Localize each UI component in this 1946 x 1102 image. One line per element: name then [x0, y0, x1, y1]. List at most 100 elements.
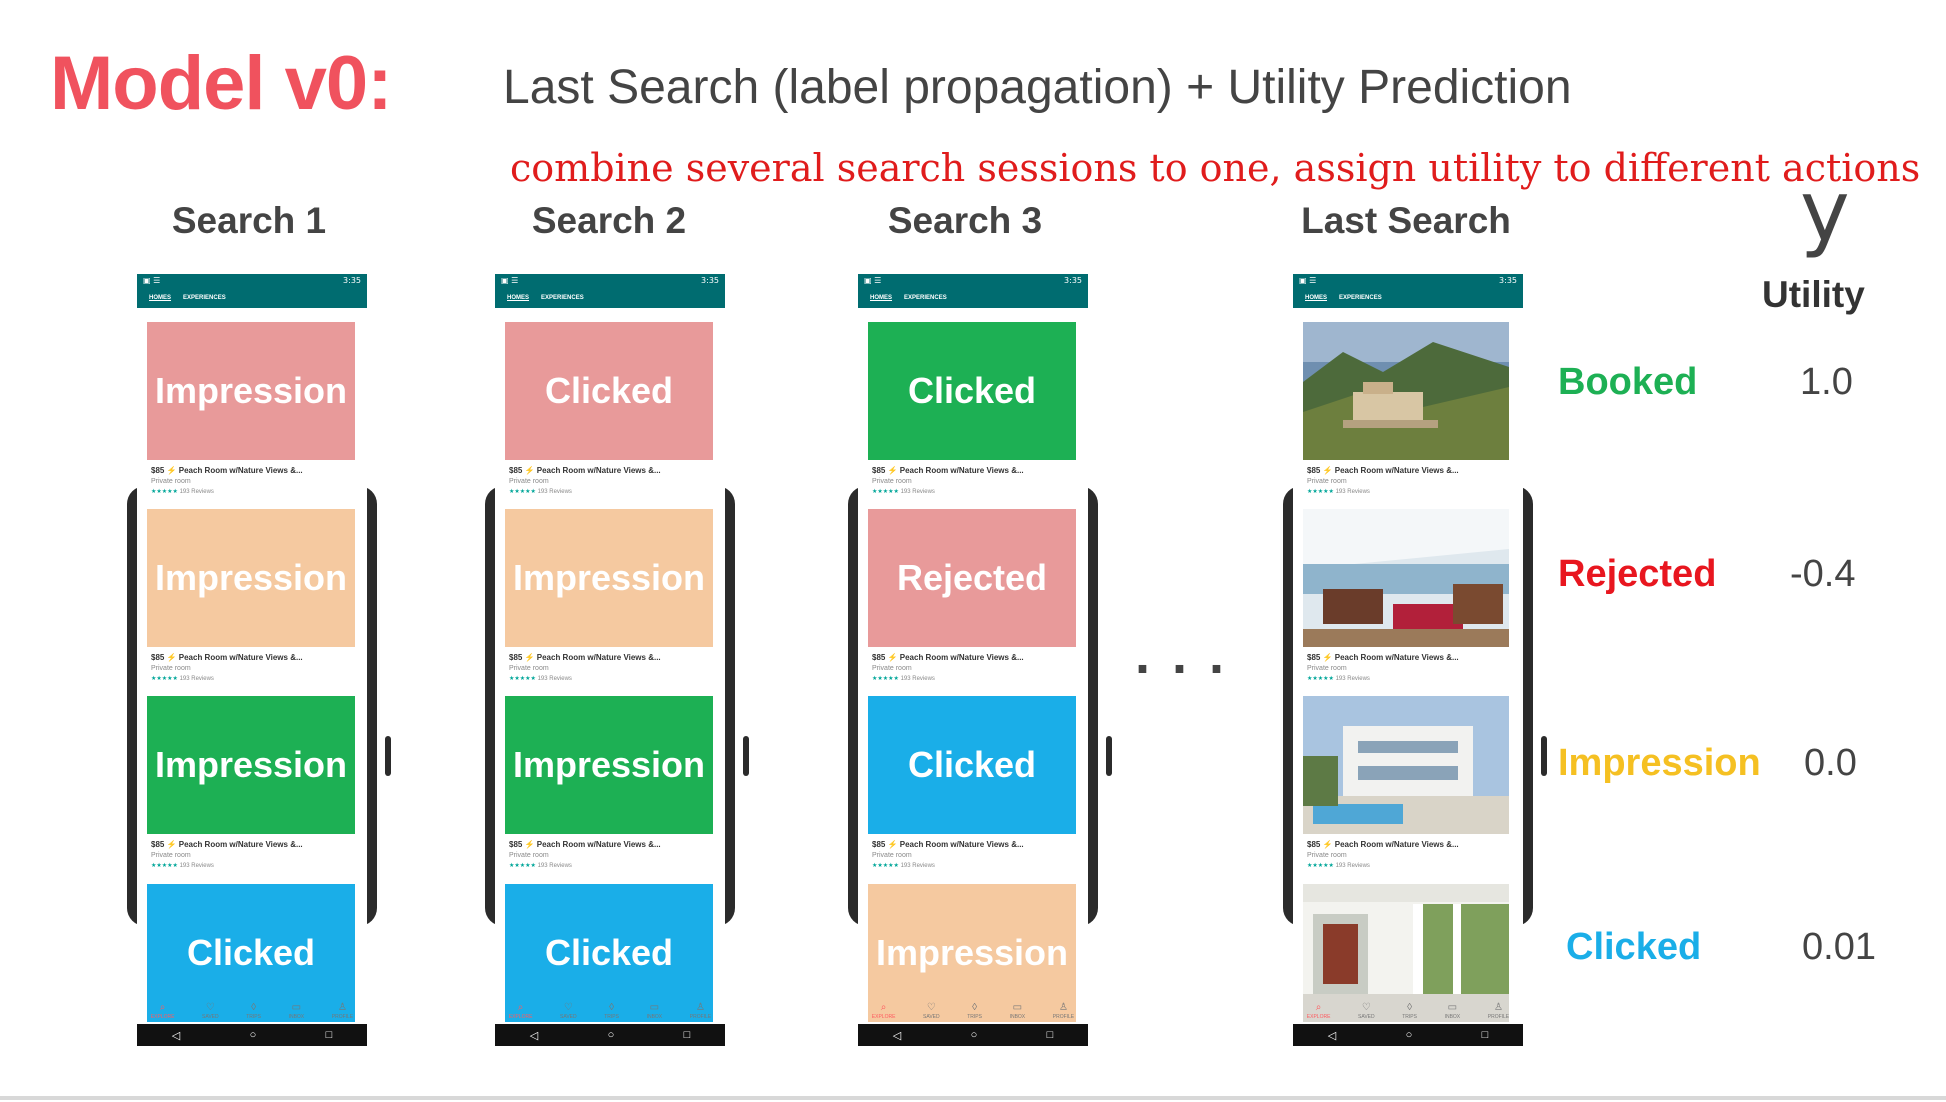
listing-reviews: 193 Reviews: [1335, 489, 1370, 495]
back-icon[interactable]: ◁: [529, 1029, 539, 1042]
tab-homes[interactable]: HOMES: [149, 295, 172, 301]
nav-explore[interactable]: ⌕EXPLORE: [1307, 1002, 1331, 1024]
listing-type: Private room: [872, 665, 912, 672]
villa-pool-photo: [1303, 696, 1509, 834]
status-bar: ▣ ☰3:35: [858, 274, 1088, 288]
nav-trips[interactable]: ◊TRIPS: [246, 1002, 261, 1024]
listing-reviews: 193 Reviews: [537, 676, 572, 682]
recents-icon[interactable]: □: [683, 1029, 691, 1041]
listing-type: Private room: [509, 665, 549, 672]
listing-type: Private room: [151, 852, 191, 859]
nav-explore[interactable]: ⌕EXPLORE: [872, 1002, 896, 1024]
phone-side-button: [385, 736, 391, 776]
nav-label: TRIPS: [604, 1014, 619, 1020]
listing-rating: ★★★★★ 193 Reviews: [1307, 676, 1370, 682]
outcome-rejected: Rejected: [1558, 553, 1717, 595]
nav-label: SAVED: [923, 1014, 940, 1020]
tab-experiences[interactable]: EXPERIENCES: [1339, 295, 1382, 301]
status-bar: ▣ ☰3:35: [137, 274, 367, 288]
nav-saved[interactable]: ♡SAVED: [202, 1002, 219, 1024]
nav-inbox[interactable]: ▭INBOX: [647, 1002, 663, 1024]
slide-title: Model v0:: [50, 41, 392, 126]
annotation-note: combine several search sessions to one, …: [510, 146, 1921, 190]
tab-homes[interactable]: HOMES: [1305, 295, 1328, 301]
bottom-divider: [0, 1096, 1946, 1100]
tab-experiences[interactable]: EXPERIENCES: [183, 295, 226, 301]
outcome-booked: Booked: [1558, 361, 1698, 403]
chat-icon: ▭: [1012, 1002, 1023, 1013]
back-icon[interactable]: ◁: [1327, 1029, 1337, 1042]
nav-inbox[interactable]: ▭INBOX: [289, 1002, 305, 1024]
listing-rating: ★★★★★ 193 Reviews: [151, 863, 214, 869]
tab-experiences[interactable]: EXPERIENCES: [541, 295, 584, 301]
nav-inbox[interactable]: ▭INBOX: [1010, 1002, 1026, 1024]
airbnb-icon: ◊: [251, 1002, 257, 1013]
heart-icon: ♡: [205, 1002, 215, 1013]
phone-side-button: [743, 736, 749, 776]
status-time: 3:35: [701, 276, 719, 285]
utility-header: Utility: [1762, 274, 1865, 315]
app-tab-bar: HOMES EXPERIENCES: [495, 288, 725, 308]
listing-rating: ★★★★★ 193 Reviews: [151, 676, 214, 682]
status-icons: ▣ ☰: [501, 276, 519, 285]
nav-trips[interactable]: ◊TRIPS: [1402, 1002, 1417, 1024]
listing-info: $85 ⚡ Peach Room w/Nature Views &...Priv…: [1307, 653, 1515, 682]
listing-reviews: 193 Reviews: [900, 863, 935, 869]
nav-trips[interactable]: ◊TRIPS: [604, 1002, 619, 1024]
back-icon[interactable]: ◁: [892, 1029, 902, 1042]
airbnb-icon: ◊: [1407, 1002, 1413, 1013]
nav-inbox[interactable]: ▭INBOX: [1445, 1002, 1461, 1024]
utility-value: 1.0: [1800, 361, 1853, 403]
status-icons: ▣ ☰: [864, 276, 882, 285]
outcome-impression: Impression: [1558, 742, 1761, 784]
listing-rating: ★★★★★ 193 Reviews: [872, 863, 935, 869]
nav-trips[interactable]: ◊TRIPS: [967, 1002, 982, 1024]
listing-reviews: 193 Reviews: [900, 489, 935, 495]
listing-title: $85 ⚡ Peach Room w/Nature Views &...: [151, 653, 303, 662]
utility-value: -0.4: [1790, 553, 1856, 595]
profile-icon: ♙: [1493, 1002, 1503, 1013]
home-icon[interactable]: ○: [1405, 1029, 1413, 1041]
home-icon[interactable]: ○: [970, 1029, 978, 1041]
nav-label: PROFILE: [1052, 1014, 1075, 1020]
listing-info: $85 ⚡ Peach Room w/Nature Views &...Priv…: [151, 840, 359, 869]
recents-icon[interactable]: □: [1046, 1029, 1054, 1041]
nav-profile[interactable]: ♙PROFILE: [1488, 1002, 1509, 1024]
home-icon[interactable]: ○: [249, 1029, 257, 1041]
recents-icon[interactable]: □: [325, 1029, 333, 1041]
nav-profile[interactable]: ♙PROFILE: [690, 1002, 711, 1024]
listing-rating: ★★★★★ 193 Reviews: [872, 676, 935, 682]
nav-label: INBOX: [646, 1014, 663, 1020]
tab-experiences[interactable]: EXPERIENCES: [904, 295, 947, 301]
listing-title: $85 ⚡ Peach Room w/Nature Views &...: [872, 653, 1024, 662]
nav-label: PROFILE: [331, 1014, 354, 1020]
nav-label: SAVED: [560, 1014, 577, 1020]
home-icon[interactable]: ○: [607, 1029, 615, 1041]
nav-label: TRIPS: [1402, 1014, 1417, 1020]
card-impression: Impression: [505, 696, 713, 834]
nav-saved[interactable]: ♡SAVED: [923, 1002, 940, 1024]
listing-title: $85 ⚡ Peach Room w/Nature Views &...: [1307, 653, 1459, 662]
listing-reviews: 193 Reviews: [1335, 863, 1370, 869]
nav-profile[interactable]: ♙PROFILE: [332, 1002, 353, 1024]
listing-title: $85 ⚡ Peach Room w/Nature Views &...: [872, 466, 1024, 475]
nav-saved[interactable]: ♡SAVED: [1358, 1002, 1375, 1024]
nav-label: INBOX: [1444, 1014, 1461, 1020]
listing-type: Private room: [509, 852, 549, 859]
listing-info: $85 ⚡ Peach Room w/Nature Views &...Priv…: [1307, 466, 1515, 495]
recents-icon[interactable]: □: [1481, 1029, 1489, 1041]
nav-profile[interactable]: ♙PROFILE: [1053, 1002, 1074, 1024]
nav-explore[interactable]: ⌕EXPLORE: [151, 1002, 175, 1024]
tab-homes[interactable]: HOMES: [507, 295, 530, 301]
app-tab-bar: HOMES EXPERIENCES: [137, 288, 367, 308]
nav-saved[interactable]: ♡SAVED: [560, 1002, 577, 1024]
outcome-clicked: Clicked: [1566, 926, 1702, 968]
utility-value: 0.0: [1804, 742, 1857, 784]
tab-homes[interactable]: HOMES: [870, 295, 893, 301]
nav-explore[interactable]: ⌕EXPLORE: [509, 1002, 533, 1024]
back-icon[interactable]: ◁: [171, 1029, 181, 1042]
listing-reviews: 193 Reviews: [537, 863, 572, 869]
